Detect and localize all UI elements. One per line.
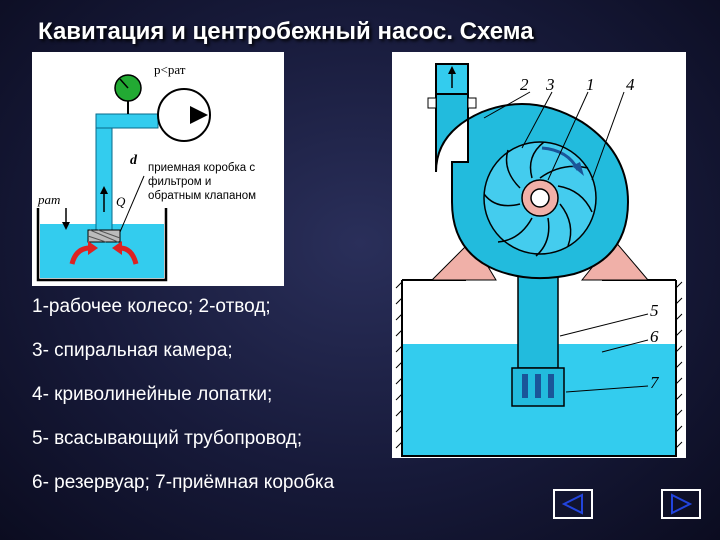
flange-left xyxy=(427,97,437,109)
next-slide-button[interactable] xyxy=(661,489,701,519)
legend-item: 4- криволинейные лопатки; xyxy=(32,384,273,405)
triangle-left-icon xyxy=(561,493,583,515)
pump-arrow-icon xyxy=(190,106,208,124)
intake-slot-3 xyxy=(548,374,554,398)
shaft xyxy=(530,188,550,208)
flange-right xyxy=(467,97,477,109)
discharge-arrowhead-icon xyxy=(448,66,456,74)
label-number-3: 3 xyxy=(545,75,555,94)
legend-item: 1-рабочее колесо; 2-отвод; xyxy=(32,296,271,317)
caption-leader-line xyxy=(119,175,145,233)
leader-lines xyxy=(483,91,649,393)
pump-inlet-pipe xyxy=(95,113,159,129)
label-number-1: 1 xyxy=(586,75,595,94)
label-pressure-top: p<pат xyxy=(154,62,186,77)
intake-slot-2 xyxy=(535,374,541,398)
previous-slide-button[interactable] xyxy=(553,489,593,519)
label-number-4: 4 xyxy=(626,75,635,94)
pit-hatching-right xyxy=(675,281,683,449)
label-number-5: 5 xyxy=(650,301,659,320)
suction-pipe xyxy=(517,271,559,369)
slide-title: Кавитация и центробежный насос. Схема xyxy=(38,18,534,45)
triangle-right-icon xyxy=(671,493,693,515)
rotation-arrowhead-icon xyxy=(572,162,584,176)
flow-arrow-left xyxy=(69,245,91,265)
intake-slot-1 xyxy=(522,374,528,398)
flow-arrowhead-left-icon xyxy=(88,241,98,255)
label-flow-q: Q xyxy=(116,194,126,209)
label-diameter: d xyxy=(130,153,138,168)
pump-body xyxy=(157,88,211,142)
legend-item: 6- резервуар; 7-приёмная коробка xyxy=(32,472,335,493)
flow-arrowhead-right-icon xyxy=(112,241,122,255)
impeller-blades xyxy=(483,141,593,257)
intake-filter-mesh xyxy=(87,229,121,243)
caption-line-1: приемная коробка с xyxy=(148,162,255,174)
label-pressure-atm: pат xyxy=(37,192,60,207)
reservoir-walls xyxy=(36,208,168,282)
component-legend: 1-рабочее колесо; 2-отвод; 3- спиральная… xyxy=(32,296,334,516)
pump-cross-section: 2 3 1 4 5 6 7 xyxy=(392,52,686,458)
pit-hatching-left xyxy=(395,281,403,449)
label-number-2: 2 xyxy=(520,75,529,94)
flow-q-arrowhead-icon xyxy=(100,186,108,194)
legend-item: 5- всасывающий трубопровод; xyxy=(32,428,303,449)
legend-item: 3- спиральная камера; xyxy=(32,340,233,361)
suction-pipe xyxy=(95,113,113,233)
gauge-needle xyxy=(119,78,129,89)
suction-schematic-drawing: p<pат d pат Q приемная коробка с фильтро… xyxy=(36,62,256,282)
suction-schematic: p<pат d pат Q приемная коробка с фильтро… xyxy=(32,52,284,286)
label-number-7: 7 xyxy=(650,373,660,392)
caption-line-3: обратным клапаном xyxy=(148,190,256,202)
pit-left-wall xyxy=(392,280,402,458)
pump-cross-section-drawing: 2 3 1 4 5 6 7 xyxy=(392,63,683,458)
pressure-arrowhead-icon xyxy=(62,222,70,230)
caption-line-2: фильтром и xyxy=(148,176,211,188)
label-number-6: 6 xyxy=(650,327,659,346)
